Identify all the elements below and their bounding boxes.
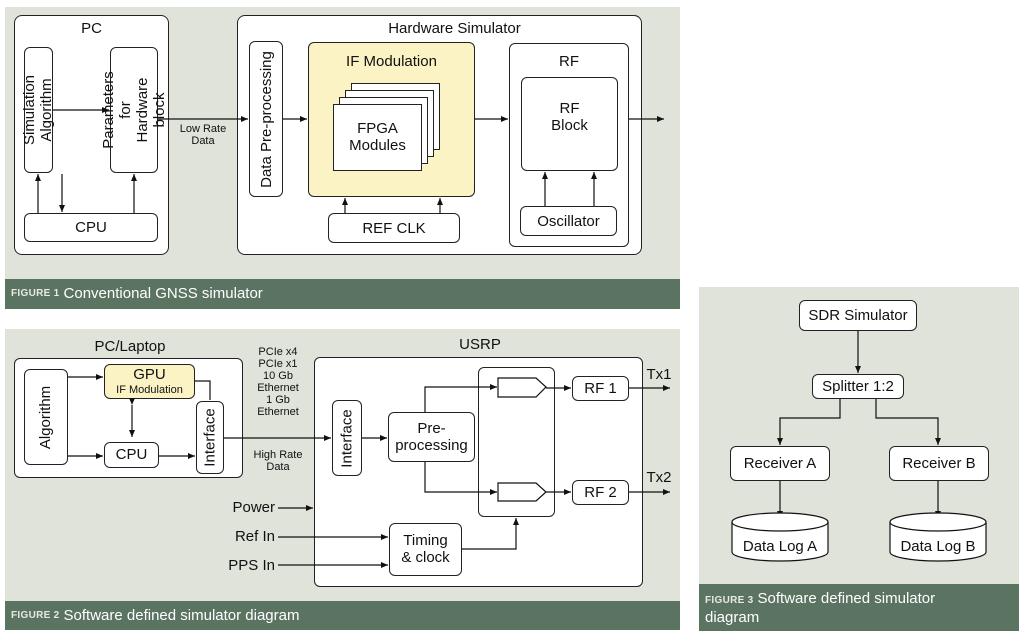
rf2-label: RF 2: [584, 484, 617, 501]
parameters-label: Parameters for Hardware block: [100, 71, 168, 149]
sdr-simulator-box: [799, 300, 917, 331]
rf2-box: [572, 480, 629, 505]
oscillator-label: Oscillator: [537, 213, 600, 230]
cpu-box-fig2: [104, 442, 159, 468]
receiver-b-box: [889, 446, 989, 481]
ref-in-label: Ref In: [234, 528, 275, 545]
dac2-label: DAC: [500, 485, 532, 502]
gpu-sublabel: IF Modulation: [116, 384, 183, 396]
splitter-label: Splitter 1:2: [822, 378, 894, 395]
fpga-modules-label: FPGA Modules: [349, 120, 406, 154]
rf1-label: RF 1: [584, 380, 617, 397]
gpu-label: GPU: [133, 366, 166, 383]
dac1-label: DAC: [500, 379, 532, 396]
power-label: Power: [232, 499, 275, 516]
figure2-caption: FIGURE 2 Software defined simulator diag…: [5, 601, 680, 630]
pps-in-label: PPS In: [228, 557, 275, 574]
data-preprocessing-box: Data Pre-processing: [249, 41, 283, 197]
gpu-box: [104, 364, 195, 399]
data-log-a-label: Data Log A: [742, 538, 818, 555]
rf-block-label: RF Block: [551, 100, 588, 134]
splitter-box: [812, 374, 904, 399]
receiver-b-label: Receiver B: [902, 455, 976, 472]
pc-laptop-title: PC/Laptop: [94, 338, 166, 355]
cpu-box-fig1: [24, 213, 158, 242]
ref-clk-label: REF CLK: [362, 220, 426, 237]
rf1-box: [572, 376, 629, 401]
high-rate-data-label: High Rate Data: [253, 449, 303, 473]
preprocessing-box: [388, 412, 475, 462]
figure2-caption-label: FIGURE 2: [11, 609, 60, 621]
link-types-label: PCIe x4 PCIe x1 10 Gb Ethernet 1 Gb Ethe…: [257, 346, 299, 418]
algorithm-box: Algorithm: [24, 369, 68, 465]
preprocessing-label: Pre- processing: [395, 420, 468, 454]
timing-clock-box: [389, 523, 462, 576]
cpu-label-fig1: CPU: [75, 219, 107, 236]
tx1-label: Tx1: [646, 366, 672, 383]
rf-section-title: RF: [559, 53, 579, 70]
simulation-algorithm-box: Simulation Algorithm: [21, 47, 56, 173]
rf-block-box: [521, 77, 618, 171]
data-preprocessing-label: Data Pre-processing: [257, 50, 275, 188]
usrp-title: USRP: [459, 336, 501, 353]
interface-left-label: Interface: [201, 408, 219, 467]
figure1-caption-text: Conventional GNSS simulator: [63, 285, 263, 302]
timing-clock-label: Timing & clock: [401, 532, 450, 566]
interface-right-label: Interface: [338, 408, 356, 468]
if-modulation-title: IF Modulation: [346, 53, 437, 70]
figure3-caption-label: FIGURE 3: [705, 594, 754, 606]
pc-title: PC: [81, 20, 102, 37]
hardware-simulator-title: Hardware Simulator: [388, 20, 521, 37]
figure2-caption-text: Software defined simulator diagram: [63, 606, 300, 624]
figure3-caption-text: Software defined simulator diagram: [705, 589, 936, 626]
data-log-b-label: Data Log B: [900, 538, 976, 555]
receiver-a-label: Receiver A: [743, 455, 817, 472]
low-rate-data-label: Low Rate Data: [179, 123, 227, 147]
interface-right-box: Interface: [332, 400, 362, 476]
figure1-caption-label: FIGURE 1: [11, 288, 60, 299]
algorithm-label: Algorithm: [37, 385, 55, 449]
fpga-modules-box: [333, 104, 422, 171]
sdr-simulator-label: SDR Simulator: [808, 307, 908, 324]
ref-clk-box: [328, 213, 460, 243]
figure1-caption: FIGURE 1 Conventional GNSS simulator: [5, 279, 680, 309]
cpu-label-fig2: CPU: [115, 446, 148, 463]
receiver-a-box: [730, 446, 830, 481]
simulation-algorithm-label: Simulation Algorithm: [21, 74, 56, 146]
interface-left-box: Interface: [196, 401, 224, 474]
parameters-box: Parameters for Hardware block: [100, 47, 168, 173]
oscillator-box: [520, 206, 617, 236]
tx2-label: Tx2: [646, 469, 672, 486]
